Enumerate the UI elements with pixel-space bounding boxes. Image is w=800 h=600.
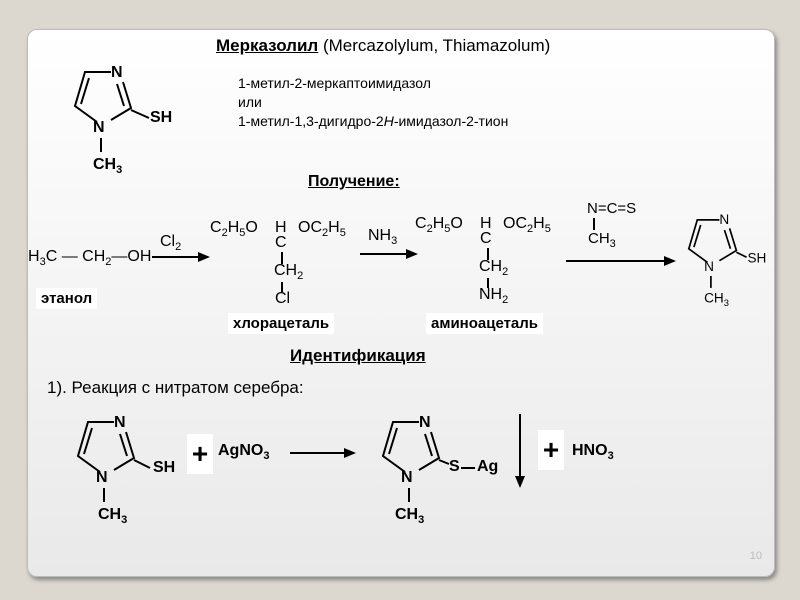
ethanol-label: этанол bbox=[36, 288, 98, 309]
reagent-nh3: NH3 bbox=[368, 227, 398, 247]
chloroacetal-label: хлорацеталь bbox=[228, 313, 335, 334]
reaction-arrow-3 bbox=[566, 256, 676, 266]
reagent-cl2: Cl2 bbox=[160, 233, 182, 253]
plus-sign: + bbox=[187, 434, 213, 474]
aminoacetal-c: C bbox=[480, 230, 492, 247]
page-number: 10 bbox=[749, 550, 762, 562]
imidazole-ring-icon bbox=[73, 71, 150, 152]
acetal-right: OC2H5 bbox=[298, 219, 346, 239]
isothiocyanate: N=C=S bbox=[587, 200, 637, 217]
name-1: 1-метил-2-меркаптоимидазол bbox=[238, 75, 431, 91]
aminoacetal-h: H bbox=[480, 215, 492, 232]
acetal-h: H bbox=[275, 219, 287, 236]
reagent-agno3: AgNO3 bbox=[218, 442, 270, 462]
acetal-ch2: CH2 bbox=[274, 262, 304, 282]
aminoacetal-ch2: CH2 bbox=[479, 258, 509, 278]
plus-sign-2: + bbox=[538, 430, 564, 470]
title-main: Мерказолил bbox=[216, 36, 319, 55]
slide bbox=[27, 29, 775, 577]
ethanol-formula: H3C — CH2—OH bbox=[28, 248, 152, 268]
mercazolil-structure-product: N N SH CH3 bbox=[682, 208, 776, 310]
product-hno3: HNO3 bbox=[572, 442, 614, 462]
isothiocyanate-ch3: CH3 bbox=[588, 230, 616, 250]
name-or: или bbox=[238, 94, 262, 110]
name-2: 1-метил-1,3-дигидро-2H-имидазол-2-тион bbox=[238, 113, 509, 129]
mercazolil-structure-reactant: N N SH CH3 bbox=[70, 408, 180, 528]
reaction-arrow-4 bbox=[290, 448, 356, 458]
precipitate-arrow bbox=[519, 414, 521, 484]
precipitate-arrow-head-icon bbox=[515, 476, 525, 488]
aminoacetal-nh2: NH2 bbox=[479, 286, 509, 306]
synthesis-heading: Получение: bbox=[308, 173, 400, 190]
aminoacetal-left: C2H5O bbox=[415, 215, 463, 235]
acetal-cl: Cl bbox=[275, 290, 291, 307]
silver-salt-structure: N N S Ag CH3 bbox=[375, 408, 498, 528]
chemical-names: 1-метил-2-меркаптоимидазол или 1-метил-1… bbox=[238, 74, 508, 131]
title: Мерказолил (Mercazolylum, Thiamazolum) bbox=[216, 36, 550, 56]
identification-step1: 1). Реакция с нитратом серебра: bbox=[47, 378, 304, 397]
aminoacetal-label: аминоацеталь bbox=[426, 313, 544, 334]
acetal-c: C bbox=[275, 234, 287, 251]
title-latin: (Mercazolylum, Thiamazolum) bbox=[322, 36, 551, 55]
reaction-arrow-2 bbox=[360, 249, 418, 259]
identification-heading: Идентификация bbox=[290, 346, 426, 365]
mercazolil-structure-top: N N SH CH3 bbox=[67, 58, 177, 178]
aminoacetal-right: OC2H5 bbox=[503, 215, 551, 235]
reaction-arrow-1 bbox=[152, 252, 210, 262]
acetal-left: C2H5O bbox=[210, 219, 258, 239]
